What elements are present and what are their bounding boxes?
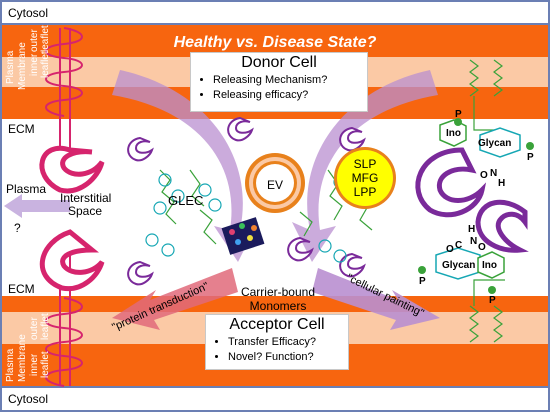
slp-line-1: SLP [354, 157, 377, 171]
acceptor-questions-list: Transfer Efficacy? Novel? Function? [206, 335, 348, 365]
upper-glycan-molecule [439, 118, 534, 158]
bottom-membrane-label: Membrane [17, 334, 28, 382]
interstitial-label-line1: Interstitial [60, 191, 111, 205]
protein-transduction-arrow [112, 268, 238, 330]
interstitial-label-line2: Space [68, 204, 102, 218]
upper-right-lectin-shape [415, 147, 487, 218]
ev-label: EV [267, 178, 283, 192]
upper-h-label: H [498, 178, 505, 189]
slp-line-2: MFG [352, 171, 379, 185]
glec-label: GLEC [168, 193, 203, 208]
ecm-bottom-label: ECM [8, 282, 35, 296]
acceptor-question-item: Novel? Function? [228, 350, 348, 365]
acceptor-cell-title: Acceptor Cell [229, 316, 325, 333]
lower-left-lectin-shape [39, 229, 105, 292]
bottom-inner-label: inner [29, 353, 40, 376]
lower-glycan-label: Glycan [442, 260, 475, 271]
bottom-membrane-labels: Plasma Membrane inner outer leaflet leaf… [5, 313, 51, 382]
top-membrane-labels: Plasma Membrane inner outer leaflet leaf… [5, 25, 51, 90]
upper-molecule-labels: Glycan Ino P P O N H [446, 109, 534, 189]
plasma-label: Plasma [6, 182, 46, 196]
bottom-outer-label: outer [29, 317, 40, 340]
lower-p2-label: P [489, 295, 496, 306]
upper-glycan-label: Glycan [478, 138, 511, 149]
upper-left-lectin-shape [39, 145, 105, 194]
top-membrane-label: Membrane [17, 42, 28, 90]
carrier-label-line1: Carrier-bound [241, 285, 315, 299]
donor-cell-title: Donor Cell [241, 54, 317, 71]
bottom-leaflet-inner-label: leaflet [40, 351, 51, 378]
ecm-top-label: ECM [8, 122, 35, 136]
question-label: ? [14, 221, 21, 235]
top-left-helix [45, 27, 83, 150]
upper-p1-label: P [455, 109, 462, 120]
lower-ino-label: Ino [482, 260, 497, 271]
donor-question-item: Releasing efficacy? [213, 88, 367, 103]
lower-o1-label: O [446, 244, 454, 255]
bottom-leaflet-outer-label: leaflet [40, 313, 51, 340]
small-lectin-group [127, 116, 366, 286]
carrier-label-line2: Monomers [250, 299, 307, 313]
upper-ino-label: Ino [446, 128, 461, 139]
acceptor-cell-box: Acceptor Cell Transfer Efficacy? Novel? … [205, 314, 349, 370]
lower-h-label: H [468, 224, 475, 235]
slp-particle [337, 150, 393, 206]
top-outer-label: outer [29, 29, 40, 52]
upper-o-label: O [480, 170, 488, 181]
bottom-plasma-label: Plasma [5, 348, 16, 382]
donor-questions-list: Releasing Mechanism? Releasing efficacy? [191, 73, 367, 103]
lower-o2-label: O [478, 242, 486, 253]
lower-glycan-molecule [418, 247, 505, 294]
upper-p2-label: P [527, 152, 534, 163]
lower-c-label: C [455, 240, 462, 251]
top-inner-label: inner [29, 53, 40, 76]
carrier-bound-monomers-cluster [221, 217, 265, 255]
lower-molecule-labels: Glycan Ino P P H N C O O [419, 224, 497, 306]
diagram-title: Healthy vs. Disease State? [174, 34, 377, 51]
top-membrane-outer-band [2, 25, 548, 57]
top-leaflet-inner-label: leaflet [40, 51, 51, 78]
ev-lumen [256, 164, 294, 202]
top-plasma-label: Plasma [5, 50, 16, 84]
slp-line-3: LPP [354, 185, 377, 199]
lower-n-label: N [470, 236, 477, 247]
lower-p1-label: P [419, 276, 426, 287]
cytosol-top-label: Cytosol [8, 6, 48, 20]
plasma-flow-arrow [4, 194, 70, 218]
top-leaflet-outer-label: leaflet [40, 25, 51, 52]
cytosol-bottom-label: Cytosol [8, 392, 48, 406]
acceptor-question-item: Transfer Efficacy? [228, 335, 348, 350]
cellular-painting-arrow [312, 268, 440, 330]
donor-question-item: Releasing Mechanism? [213, 73, 367, 88]
lower-right-lectin-shape [475, 199, 529, 253]
donor-cell-box: Donor Cell Releasing Mechanism? Releasin… [190, 52, 368, 112]
upper-n-label: N [490, 168, 497, 179]
